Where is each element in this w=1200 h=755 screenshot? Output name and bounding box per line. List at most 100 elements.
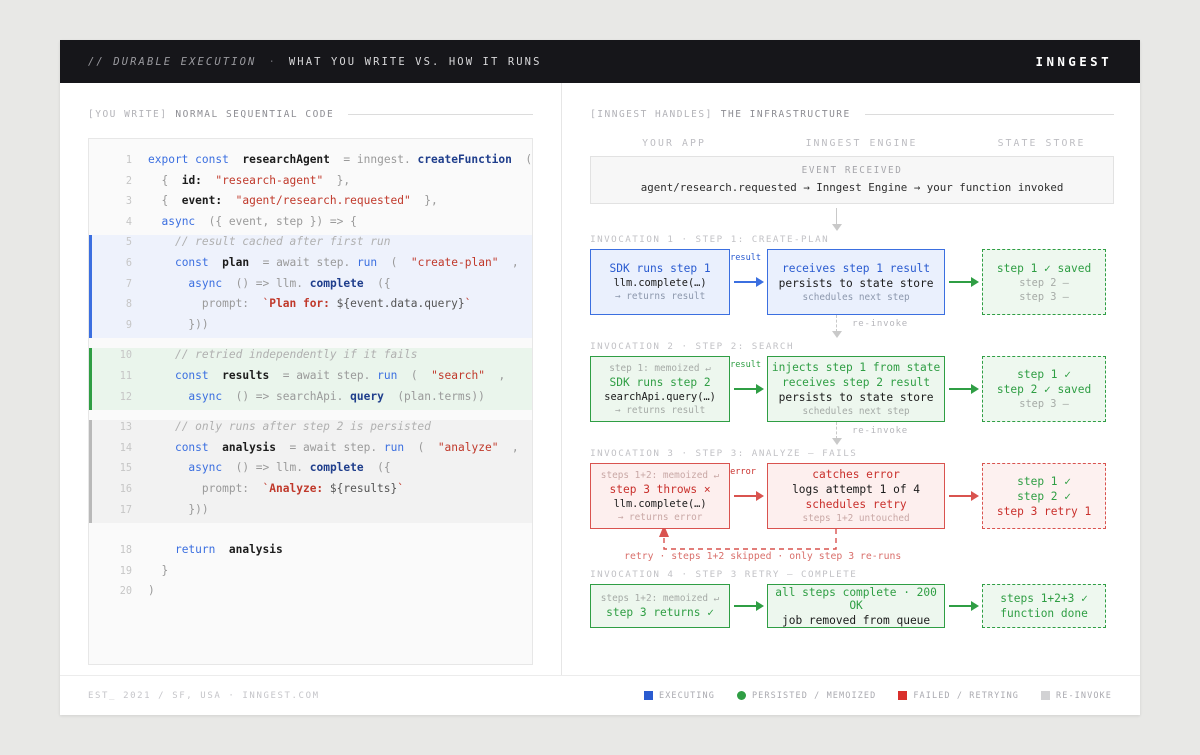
code-text: prompt: `Analyze: ${results}`: [201, 481, 405, 495]
code-line: 14 const analysis = await step. run ( "a…: [89, 440, 533, 462]
line-number: 19: [119, 565, 132, 577]
code-line: 12 async () => searchApi. query (plan.te…: [89, 389, 533, 411]
diagram-pane: [INNGEST HANDLES] THE INFRASTRUCTURE YOU…: [562, 83, 1142, 675]
retry-note: retry · steps 1+2 skipped · only step 3 …: [624, 551, 902, 562]
line-number: 18: [119, 545, 132, 557]
code-line: 10 // retried independently if it fails: [89, 348, 533, 369]
arrow-right-icon: [755, 601, 764, 611]
code-section-tag: [YOU WRITE]: [88, 109, 168, 120]
code-text: prompt: `Plan for: ${event.data.query}`: [201, 297, 472, 311]
inv4-store-line2: function done: [1000, 607, 1088, 620]
inv4-engine-line1: all steps complete · 200 OK: [775, 585, 937, 612]
legend-swatch-reinvoke: [1041, 691, 1051, 700]
inv1-connector-label: result: [730, 253, 762, 263]
inv1-engine-line1: receives step 1 result: [781, 261, 931, 275]
inv2-store-line2: step 2 ✓ saved: [996, 383, 1092, 396]
page-header: // DURABLE EXECUTION · WHAT YOU WRITE VS…: [60, 40, 1140, 83]
retry-loop-path: [659, 529, 837, 550]
legend-swatch-failed: [898, 691, 908, 700]
code-line: 16 prompt: `Analyze: ${results}`: [89, 481, 533, 503]
code-text: // result cached after first run: [174, 235, 391, 249]
line-number: 6: [125, 257, 132, 269]
inv3-app-line2: step 3 throws ×: [609, 482, 711, 496]
inv2-connector: result: [730, 356, 767, 422]
code-line: 3 { event: "agent/research.requested" },: [89, 194, 532, 215]
invocation-2-label: INVOCATION 2 · STEP 2: SEARCH: [590, 341, 794, 352]
code-line: 13 // only runs after step 2 is persiste…: [89, 420, 533, 441]
code-line: 8 prompt: `Plan for: ${event.data.query}…: [89, 297, 533, 318]
code-line: 18 return analysis: [89, 543, 532, 564]
code-text: async () => llm. complete ({: [188, 276, 391, 290]
invocation-3-row: steps 1+2: memoized ↵ step 3 throws × ll…: [590, 463, 1114, 529]
arrow-right-icon: [970, 277, 979, 287]
inv1-engine-line2: persists to state store: [778, 276, 934, 290]
inv4-connector: [730, 584, 767, 628]
code-line: 17 })): [89, 502, 533, 524]
inv4-store-connector: [945, 584, 982, 628]
inv3-store-line1: step 1 ✓: [1017, 474, 1071, 488]
line-number: 7: [125, 278, 132, 290]
arrow-shaft: [948, 605, 971, 607]
code-line: 7 async () => llm. complete ({: [89, 276, 533, 298]
inv4-store-line1: steps 1+2+3 ✓: [1000, 592, 1088, 605]
inv2-store-connector: [945, 356, 982, 422]
lane-header-inngest-engine: INNGEST ENGINE: [805, 138, 918, 149]
inv2-app-box: step 1: memoized ↵ SDK runs step 2 searc…: [590, 356, 731, 422]
inv3-store-line3: step 3 retry 1: [996, 504, 1092, 518]
footer-text: EST_ 2021 / SF, USA · INNGEST.COM: [88, 690, 320, 701]
inv2-engine-line3: persists to state store: [778, 391, 934, 404]
inv1-store-connector: [945, 249, 982, 315]
line-number: 9: [125, 319, 132, 331]
inv3-app-line4: → returns error: [617, 511, 703, 523]
inv2-app-line2: SDK runs step 2: [609, 375, 711, 389]
line-number: 11: [119, 370, 132, 382]
code-section-heading: [YOU WRITE] NORMAL SEQUENTIAL CODE: [88, 109, 534, 120]
reinvoke-label-2: re-invoke: [852, 426, 909, 436]
inv2-engine-line4: schedules next step: [802, 406, 910, 417]
inv2-connector-label: result: [730, 360, 762, 370]
connector-stem: [836, 208, 838, 225]
inv2-store-line3: step 3 –: [1019, 398, 1069, 410]
inv4-app-line2: step 3 returns ✓: [606, 606, 714, 619]
code-line: 19 }: [89, 564, 532, 585]
line-number: 14: [119, 442, 132, 454]
code-text: { id: "research-agent" },: [148, 173, 351, 187]
code-line: 11 const results = await step. run ( "se…: [89, 368, 533, 390]
line-number: 20: [119, 586, 132, 598]
legend-item-reinvoke: RE-INVOKE: [1041, 691, 1112, 701]
arrow-shaft: [948, 388, 971, 390]
connector-event-to-inv1: [590, 208, 1114, 234]
inv1-app-line1: SDK runs step 1: [609, 262, 711, 275]
code-line: 2 { id: "research-agent" },: [89, 174, 532, 195]
legend-item-executing: EXECUTING: [644, 691, 715, 701]
arrow-shaft: [733, 388, 756, 390]
code-text: async () => searchApi. query (plan.terms…: [188, 389, 485, 403]
legend-label-reinvoke: RE-INVOKE: [1056, 690, 1112, 701]
code-text: const analysis = await step. run ( "anal…: [174, 440, 519, 454]
line-number: 2: [125, 175, 132, 187]
inv1-app-box: SDK runs step 1 llm.complete(…) → return…: [590, 249, 731, 315]
line-number: 1: [125, 155, 132, 166]
diagram-section-heading: [INNGEST HANDLES] THE INFRASTRUCTURE: [590, 109, 1115, 120]
inv1-app-line3: → returns result: [614, 291, 706, 302]
code-gap: [89, 533, 532, 543]
legend-label-failed: FAILED / RETRYING: [913, 690, 1020, 701]
arrow-right-icon: [755, 491, 764, 501]
arrow-right-icon: [970, 601, 979, 611]
arrow-right-icon: [755, 277, 764, 287]
arrow-down-icon: [832, 438, 843, 445]
legend-item-persisted: PERSISTED / MEMOIZED: [736, 691, 876, 701]
diagram-section-label: THE INFRASTRUCTURE: [720, 109, 851, 120]
inv2-app-line3: searchApi.query(…): [604, 390, 716, 403]
code-text: })): [188, 502, 209, 516]
line-number: 15: [119, 463, 132, 475]
inv3-store-line2: step 2 ✓: [1017, 489, 1071, 503]
arrow-down-icon: [832, 331, 843, 338]
diagram-section-rule: [864, 114, 1115, 115]
lane-headers: YOUR APP INNGEST ENGINE STATE STORE: [590, 138, 1114, 149]
retry-loop: retry · steps 1+2 skipped · only step 3 …: [590, 529, 1114, 569]
arrow-down-icon: [832, 224, 843, 231]
code-gap: [89, 410, 532, 420]
